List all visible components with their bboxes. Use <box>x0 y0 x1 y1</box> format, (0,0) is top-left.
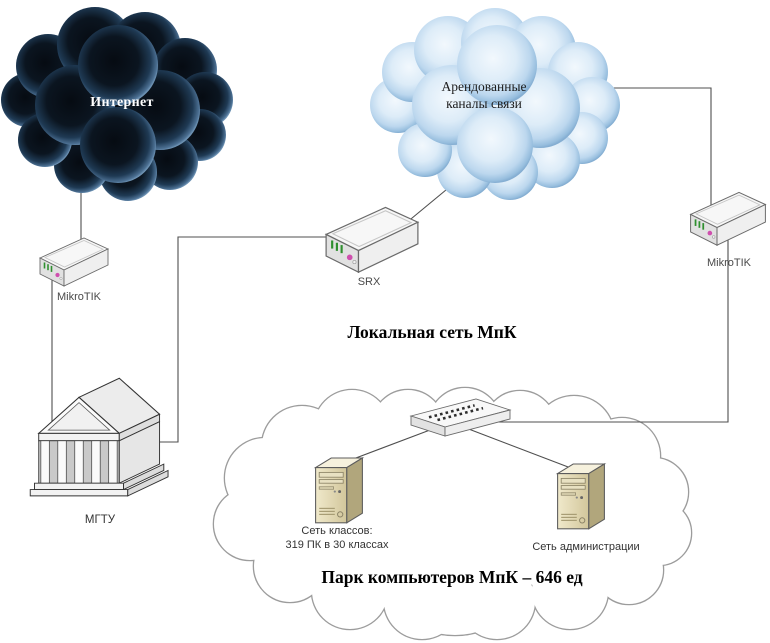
classrooms-label: Сеть классов: 319 ПК в 30 классах <box>285 524 388 552</box>
leased-cloud-label-line2: каналы связи <box>446 96 522 111</box>
classrooms-tower-device <box>315 457 363 524</box>
admin-label: Сеть администрации <box>532 541 640 553</box>
local-network-title: Локальная сеть МпК <box>347 322 517 342</box>
srx-device <box>325 206 419 274</box>
leased-cloud-label: Арендованные каналы связи <box>441 78 526 112</box>
internet-cloud <box>1 7 233 201</box>
router-center-label: SRX <box>357 276 381 288</box>
link-switch-admin <box>465 427 577 471</box>
building-label: МГТУ <box>84 514 116 526</box>
classrooms-label-line1: Сеть классов: <box>301 525 373 537</box>
leased-cloud-label-line1: Арендованные <box>441 79 527 94</box>
building-mgtu <box>29 377 169 497</box>
classrooms-label-line2: 319 ПК в 30 классах <box>285 539 389 551</box>
router-right-label: MikroTIK <box>707 257 751 269</box>
link-router-right-switch <box>480 238 729 423</box>
link-leased-router-right <box>604 87 712 210</box>
park-title: Парк компьютеров МпК – 646 ед <box>321 567 583 587</box>
router-left-label: MikroTIK <box>57 291 101 303</box>
leased-cloud <box>370 8 620 200</box>
router-left-device <box>39 237 109 287</box>
link-srx-building <box>150 236 332 443</box>
connector-lines <box>51 87 729 471</box>
router-right-device <box>689 191 767 247</box>
admin-tower-device <box>556 463 606 530</box>
internet-cloud-label: Интернет <box>90 95 154 110</box>
